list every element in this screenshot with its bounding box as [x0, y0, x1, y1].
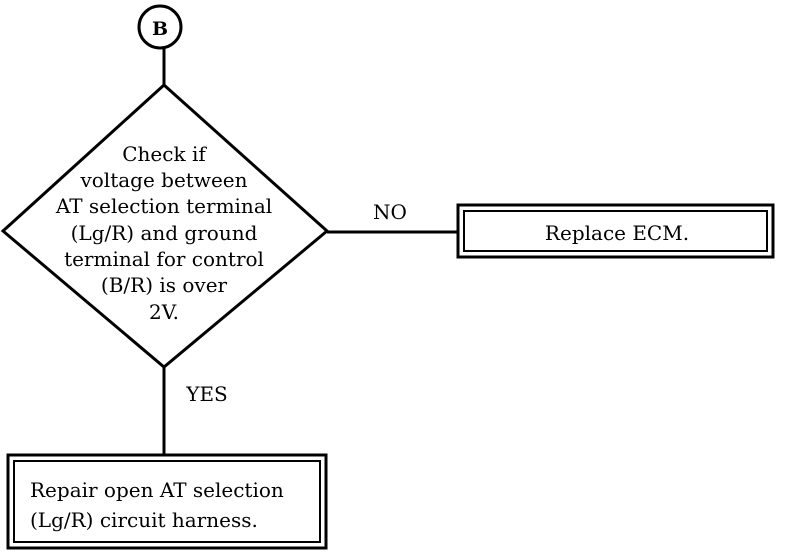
yes-action-line-1: Repair open AT selection	[30, 478, 284, 502]
decision-line-1: Check if	[122, 142, 207, 166]
decision-line-2: voltage between	[79, 168, 247, 192]
yes-branch-label: YES	[185, 382, 228, 406]
connector-label: B	[152, 18, 168, 40]
no-action-box: Replace ECM.	[456, 203, 775, 259]
decision-line-4: (Lg/R) and ground	[71, 221, 258, 245]
decision-line-6: (B/R) is over	[101, 273, 228, 297]
no-branch-label: NO	[373, 200, 407, 224]
yes-action-box: Repair open AT selection (Lg/R) circuit …	[6, 453, 328, 550]
no-action-text: Replace ECM.	[545, 221, 689, 245]
yes-action-line-2: (Lg/R) circuit harness.	[30, 508, 258, 532]
connector-b: B	[137, 4, 183, 50]
decision-text: Check if voltage between AT selection te…	[55, 142, 272, 324]
decision-line-3: AT selection terminal	[55, 194, 272, 218]
decision-line-7: 2V.	[149, 300, 179, 324]
decision-line-5: terminal for control	[64, 247, 264, 271]
